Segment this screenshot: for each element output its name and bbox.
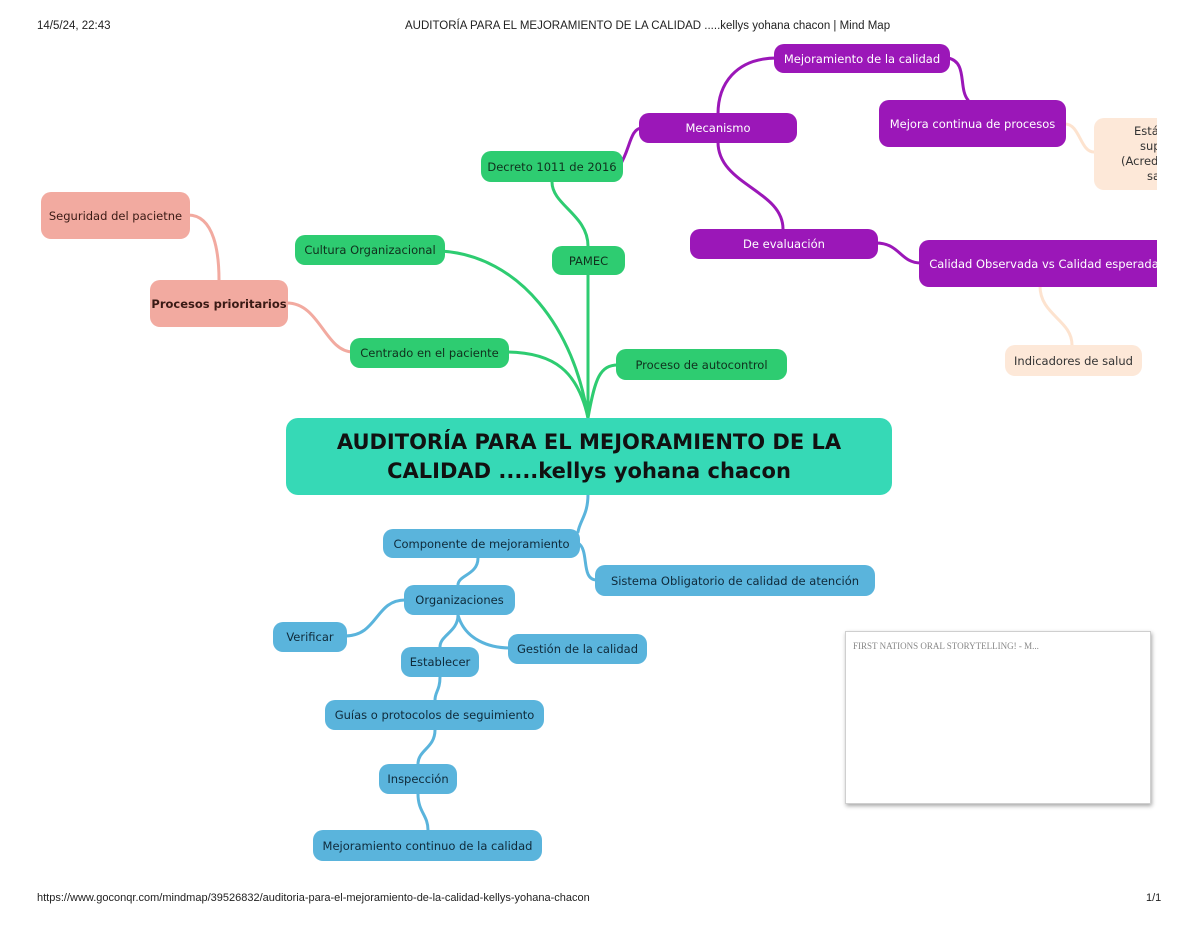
connector-procesos-seguridad — [186, 213, 221, 282]
footer-page: 1/1 — [1146, 892, 1162, 904]
node-seguridad[interactable]: Seguridad del pacietne — [41, 192, 190, 239]
connector-establecer-guias — [433, 675, 442, 702]
node-organizaciones[interactable]: Organizaciones — [404, 585, 515, 615]
node-componente[interactable]: Componente de mejoramiento — [383, 529, 580, 558]
node-inspeccion[interactable]: Inspección — [379, 764, 457, 794]
node-verificar[interactable]: Verificar — [273, 622, 347, 652]
estandares-line-4: salud) — [1147, 169, 1157, 183]
mind-map-viewport: AUDITORÍA PARA EL MEJORAMIENTO DE LA CAL… — [41, 44, 1157, 861]
estandares-line-2: superiores — [1140, 139, 1157, 153]
related-map-card[interactable]: FIRST NATIONS ORAL STORYTELLING! - M... — [845, 631, 1151, 804]
node-centrado[interactable]: Centrado en el paciente — [350, 338, 509, 368]
connector-root-autocontrol — [586, 363, 620, 420]
estandares-line-3: (Acreditación — [1121, 154, 1157, 168]
header-title: AUDITORÍA PARA EL MEJORAMIENTO DE LA CAL… — [405, 20, 891, 32]
node-estandares[interactable]: Estándares superiores (Acreditación salu… — [1094, 118, 1157, 190]
node-sistema[interactable]: Sistema Obligatorio de calidad de atenci… — [595, 565, 875, 596]
node-calidad-observada[interactable]: Calidad Observada vs Calidad esperada — [919, 240, 1157, 287]
node-indicadores[interactable]: Indicadores de salud — [1005, 345, 1142, 376]
connector-mejoramiento-mejora — [946, 56, 970, 102]
connector-root-centrado — [503, 350, 590, 420]
root-line-2: CALIDAD .....kellys yohana chacon — [387, 458, 791, 483]
footer-url: https://www.goconqr.com/mindmap/39526832… — [37, 892, 590, 904]
node-decreto[interactable]: Decreto 1011 de 2016 — [481, 151, 623, 182]
connector-inspeccion-mejoramiento — [416, 792, 430, 832]
node-autocontrol[interactable]: Proceso de autocontrol — [616, 349, 787, 380]
header-datetime: 14/5/24, 22:43 — [37, 20, 111, 32]
connector-root-componente — [576, 492, 590, 534]
connector-componente-organizaciones — [456, 556, 480, 587]
node-mejora-continua[interactable]: Mejora continua de procesos — [879, 100, 1066, 147]
node-cultura[interactable]: Cultura Organizacional — [295, 235, 445, 265]
connector-organizaciones-gestion — [456, 613, 512, 650]
connector-mecanismo-mejoramiento — [716, 56, 779, 116]
node-mejoramiento-continuo[interactable]: Mejoramiento continuo de la calidad — [313, 830, 542, 861]
connector-mejora-estandares — [1063, 122, 1096, 154]
node-establecer[interactable]: Establecer — [401, 647, 479, 677]
related-map-title: FIRST NATIONS ORAL STORYTELLING! - M... — [853, 641, 1039, 651]
connector-centrado-procesos — [285, 301, 355, 354]
node-gestion[interactable]: Gestión de la calidad — [508, 634, 647, 664]
connector-pamec-decreto — [550, 180, 590, 248]
connector-organizaciones-verificar — [343, 598, 407, 638]
root-node[interactable]: AUDITORÍA PARA EL MEJORAMIENTO DE LA CAL… — [286, 418, 892, 495]
connector-guias-inspeccion — [416, 728, 437, 766]
node-mejoramiento-calidad[interactable]: Mejoramiento de la calidad — [774, 44, 950, 73]
node-mecanismo[interactable]: Mecanismo — [639, 113, 797, 143]
estandares-line-1: Estándares — [1134, 124, 1157, 138]
connector-organizaciones-establecer — [438, 613, 460, 649]
node-pamec[interactable]: PAMEC — [552, 246, 625, 275]
node-evaluacion[interactable]: De evaluación — [690, 229, 878, 259]
root-line-1: AUDITORÍA PARA EL MEJORAMIENTO DE LA — [336, 429, 842, 454]
connector-root-cultura — [438, 249, 590, 420]
connector-calidadobs-indicadores — [1038, 284, 1074, 347]
node-guias[interactable]: Guías o protocolos de seguimiento — [325, 700, 544, 730]
connector-componente-sistema — [576, 541, 599, 582]
node-procesos-prioritarios[interactable]: Procesos prioritarios — [150, 280, 288, 327]
connector-mecanismo-evaluacion — [716, 140, 785, 231]
connector-layer — [186, 56, 1096, 832]
connector-evaluacion-calidadobs — [874, 241, 923, 265]
